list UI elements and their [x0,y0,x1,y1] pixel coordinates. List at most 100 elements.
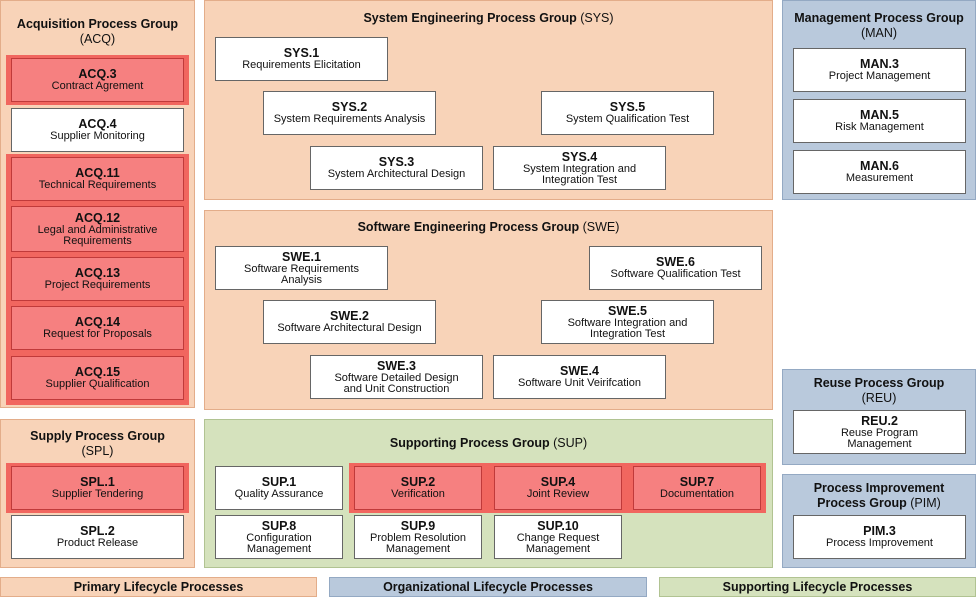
process-name: Change Request Management [516,531,600,555]
process-box-spl1[interactable]: SPL.1 Supplier Tendering [11,466,184,510]
process-code: ACQ.15 [74,365,121,380]
process-box-sup9[interactable]: SUP.9 Problem Resolution Management [354,515,482,559]
process-box-swe3[interactable]: SWE.3 Software Detailed Design and Unit … [310,355,483,399]
process-box-swe5[interactable]: SWE.5 Software Integration and Integrati… [541,300,714,344]
process-box-sup7[interactable]: SUP.7 Documentation [633,466,761,510]
process-name: Risk Management [835,121,924,134]
acquisition-group-title: Acquisition Process Group [16,17,179,31]
reu-group-abbr: (REU) [861,391,897,405]
process-box-man5[interactable]: MAN.5 Risk Management [793,99,966,143]
process-code: SPL.2 [80,524,115,539]
process-box-acq15[interactable]: ACQ.15 Supplier Qualification [11,356,184,400]
process-box-sup1[interactable]: SUP.1 Quality Assurance [215,466,343,510]
process-name: Process Improvement [826,537,933,550]
process-code: ACQ.12 [74,210,121,225]
process-box-sys1[interactable]: SYS.1 Requirements Elicitation [215,37,388,81]
process-code: SWE.5 [608,303,647,318]
process-name: Software Requirements Analysis [244,262,359,286]
process-box-pim3[interactable]: PIM.3 Process Improvement [793,515,966,559]
process-box-swe6[interactable]: SWE.6 Software Qualification Test [589,246,762,290]
process-box-swe4[interactable]: SWE.4 Software Unit Veirifcation [493,355,666,399]
process-code: SUP.10 [537,518,579,533]
process-code: SYS.4 [561,149,598,164]
sys-group-title: System Engineering Process Group [363,11,577,25]
process-code: SUP.2 [400,475,436,490]
process-code: ACQ.13 [74,266,121,281]
process-box-sup4[interactable]: SUP.4 Joint Review [494,466,622,510]
process-name: Legal and Administrative Requirements [37,223,158,247]
process-name: Supplier Qualification [45,378,150,391]
process-name: Configuration Management [246,531,312,555]
process-name: Verification [391,488,445,501]
process-box-man6[interactable]: MAN.6 Measurement [793,150,966,194]
process-box-spl2[interactable]: SPL.2 Product Release [11,515,184,559]
process-code: SWE.4 [560,364,599,379]
process-name: Measurement [845,172,914,185]
process-box-sys2[interactable]: SYS.2 System Requirements Analysis [263,91,436,135]
process-box-acq4[interactable]: ACQ.4 Supplier Monitoring [11,108,184,152]
legend-primary: Primary Lifecycle Processes [0,577,317,597]
process-box-sup10[interactable]: SUP.10 Change Request Management [494,515,622,559]
process-name: Project Requirements [44,279,151,292]
process-code: ACQ.11 [75,166,120,181]
process-box-swe2[interactable]: SWE.2 Software Architectural Design [263,300,436,344]
process-code: SWE.2 [330,309,369,324]
process-box-sys3[interactable]: SYS.3 System Architectural Design [310,146,483,190]
man-group-abbr: (MAN) [860,26,898,40]
process-name: Software Architectural Design [277,322,422,335]
supply-group-title: Supply Process Group [30,429,165,443]
process-name: Software Integration and Integration Tes… [567,316,688,340]
process-code: SWE.1 [282,249,321,264]
sup-group-abbr: (SUP) [553,436,588,450]
process-name: Software Detailed Design and Unit Constr… [334,371,459,395]
man-group-title: Management Process Group [794,11,964,25]
process-code: SUP.9 [400,518,436,533]
process-name: Product Release [56,537,139,550]
process-box-acq12[interactable]: ACQ.12 Legal and Administrative Requirem… [11,206,184,252]
process-code: MAN.6 [860,159,899,174]
process-box-acq11[interactable]: ACQ.11 Technical Requirements [11,157,184,201]
process-code: SUP.7 [679,475,715,490]
process-code: SYS.2 [331,100,368,115]
process-name: Problem Resolution Management [370,531,466,555]
process-name: System Integration and Integration Test [522,162,637,186]
process-box-acq14[interactable]: ACQ.14 Request for Proposals [11,306,184,350]
process-box-sys4[interactable]: SYS.4 System Integration and Integration… [493,146,666,190]
process-code: SYS.1 [283,46,320,61]
process-code: SWE.3 [377,358,416,373]
process-name: System Requirements Analysis [273,113,426,126]
process-box-sys5[interactable]: SYS.5 System Qualification Test [541,91,714,135]
process-name: System Qualification Test [565,113,690,126]
process-name: Software Unit Veirifcation [518,377,641,390]
process-code: PIM.3 [863,524,896,539]
process-code: MAN.5 [860,108,899,123]
process-code: REU.2 [861,413,898,428]
process-box-swe1[interactable]: SWE.1 Software Requirements Analysis [215,246,388,290]
process-name: Requirements Elicitation [242,59,361,72]
legend-organizational: Organizational Lifecycle Processes [329,577,647,597]
sys-group-abbr: (SYS) [580,11,614,25]
process-name: Reuse Program Management [840,426,919,450]
pim-group-title: Process Improvement [813,481,945,495]
supply-group-abbr: (SPL) [81,444,114,458]
process-box-acq13[interactable]: ACQ.13 Project Requirements [11,257,184,301]
process-box-acq3[interactable]: ACQ.3 Contract Agrement [11,58,184,102]
process-name: Supplier Tendering [51,488,144,501]
process-box-sup2[interactable]: SUP.2 Verification [354,466,482,510]
process-code: SPL.1 [80,475,115,490]
process-code: ACQ.4 [78,117,117,132]
process-name: Software Qualification Test [610,268,741,281]
process-name: Documentation [660,488,734,501]
process-code: ACQ.3 [78,67,117,82]
process-name: Supplier Monitoring [50,130,145,143]
process-code: SUP.1 [261,475,297,490]
process-code: SUP.8 [261,518,297,533]
process-code: ACQ.14 [74,315,121,330]
process-code: SWE.6 [656,255,695,270]
acquisition-group-abbr: (ACQ) [79,32,116,46]
process-box-sup8[interactable]: SUP.8 Configuration Management [215,515,343,559]
sup-group-title: Supporting Process Group [389,436,550,450]
process-box-reu2[interactable]: REU.2 Reuse Program Management [793,410,966,454]
process-box-man3[interactable]: MAN.3 Project Management [793,48,966,92]
process-code: SYS.3 [378,155,415,170]
